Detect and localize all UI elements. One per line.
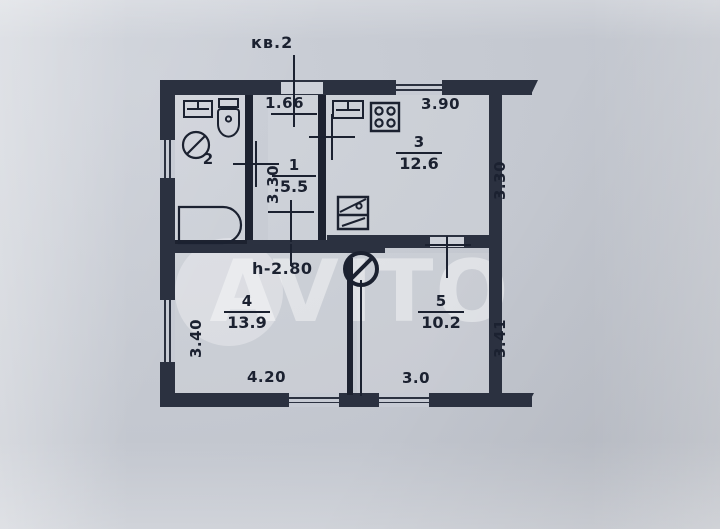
room-1-label: 1 5.5 — [272, 158, 316, 195]
interior-wall-hall-kitchen-lower — [318, 205, 326, 243]
dim-top-hall: 1.66 — [265, 94, 305, 112]
window-bottom-left — [289, 393, 339, 407]
room-4-number: 4 — [241, 292, 253, 310]
room-2-number: 2 — [202, 150, 214, 168]
room-4-area: 13.9 — [227, 313, 267, 332]
room-3-number: 3 — [413, 133, 425, 151]
room-3-divider — [396, 152, 442, 154]
exterior-wall-right — [489, 80, 502, 405]
interior-wall-corner-block — [327, 235, 385, 253]
dim-tick-hall-right-v — [331, 114, 333, 160]
window-left-lower — [160, 300, 175, 362]
window-mullion — [379, 401, 429, 403]
window-mullion — [289, 401, 339, 403]
doorway-edge — [430, 235, 464, 237]
dim-tick-hall-left-v — [255, 141, 257, 187]
room-1-number: 1 — [288, 156, 300, 174]
room-3-label: 3 12.6 — [396, 135, 442, 172]
room-1-fill — [268, 95, 326, 240]
window-mullion — [164, 300, 166, 362]
room-5-area: 10.2 — [421, 313, 461, 332]
window-mullion — [169, 300, 171, 362]
window-top-kitchen — [396, 80, 442, 95]
window-mullion — [289, 397, 339, 399]
entry-opening-edge — [281, 80, 323, 82]
bathtub-icon — [179, 207, 241, 243]
dim-right-lower: 3.41 — [491, 318, 509, 358]
exterior-wall-bottom — [160, 393, 532, 407]
stove-four-burner-icon — [371, 103, 399, 131]
interior-wall-room4-room5 — [347, 258, 353, 395]
dim-bottom-left: 4.20 — [247, 368, 287, 386]
washbasin-icon — [183, 132, 209, 158]
kitchen-fixtures — [326, 95, 490, 241]
dim-tick-hall-bottom-v — [290, 200, 292, 242]
window-mullion — [396, 84, 442, 86]
entry-door-opening — [281, 80, 323, 95]
kitchen-sink-icon — [338, 197, 368, 229]
window-mullion — [169, 140, 171, 178]
dim-tick-room5-top-h — [425, 244, 471, 246]
entry-opening-edge — [281, 93, 323, 95]
interior-wall-bath-hall — [245, 95, 253, 243]
exterior-wall-top — [160, 80, 532, 95]
room-3-area: 12.6 — [399, 154, 439, 173]
room-5-fill — [357, 253, 489, 393]
leader-line-door-swing — [360, 280, 362, 396]
window-bottom-right — [379, 393, 429, 407]
room-1-area: 5.5 — [279, 177, 309, 196]
dim-top-kitchen: 3.90 — [421, 95, 461, 113]
leader-line-apartment-cross — [271, 113, 317, 115]
bathroom-fixtures — [175, 95, 247, 243]
room-5-number: 5 — [435, 292, 447, 310]
wall-cabinet-bathroom-icon — [184, 101, 212, 117]
room-5-divider — [418, 311, 464, 313]
interior-wall-hall-kitchen — [318, 95, 326, 205]
room-2-label: 2 — [196, 152, 220, 167]
window-mullion — [396, 89, 442, 91]
ceiling-height-label: h-2.80 — [252, 259, 313, 278]
room-4-divider — [224, 311, 270, 313]
window-mullion — [164, 140, 166, 178]
room-1-divider — [272, 175, 316, 177]
apartment-label: кв.2 — [251, 33, 294, 52]
dim-bottom-right: 3.0 — [402, 369, 431, 387]
exterior-wall-top-right-cap — [508, 80, 538, 95]
room-4-fill — [175, 253, 347, 393]
exterior-wall-bottom-right-cap — [502, 393, 534, 407]
window-left-upper — [160, 140, 175, 178]
wall-cabinet-kitchen-icon — [333, 101, 363, 118]
room-5-label: 5 10.2 — [418, 294, 464, 331]
dim-left-lower: 3.40 — [187, 318, 205, 358]
leader-line-apartment — [293, 55, 295, 127]
window-mullion — [379, 397, 429, 399]
dim-tick-room4-top — [290, 244, 292, 266]
dim-right-upper: 3.30 — [491, 160, 509, 200]
room-4-label: 4 13.9 — [224, 294, 270, 331]
toilet-icon — [218, 99, 239, 137]
room-2-fill — [175, 95, 245, 240]
dim-tick-room5-top-v — [446, 236, 448, 278]
